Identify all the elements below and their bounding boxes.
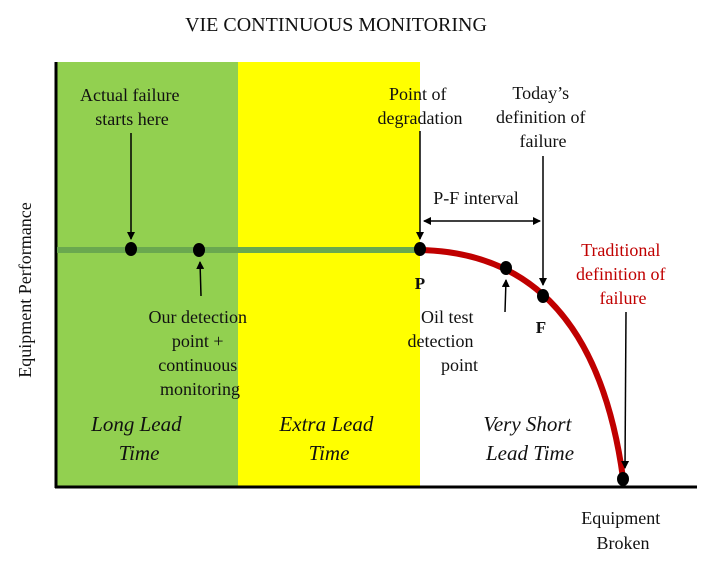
diagram-title: VIE CONTINUOUS MONITORING: [185, 14, 487, 36]
actual-failure-point: [125, 242, 137, 256]
zone-extra-lead: [238, 62, 420, 487]
p-point-label: P: [415, 274, 425, 293]
arrow-oil-test: [501, 279, 510, 313]
zone-long-lead: [57, 62, 238, 487]
zone-long-lead-label: Long Lead Time: [90, 412, 187, 465]
todays-definition-label: Today’s definition of failure: [496, 83, 590, 151]
arrow-our-detection: [196, 261, 205, 297]
zone-very-short-lead-label: Very Short Lead Time: [483, 412, 576, 465]
p-point: [414, 242, 426, 256]
oil-test-point: [500, 261, 512, 275]
f-point-label: F: [536, 318, 546, 337]
f-point: [537, 289, 549, 303]
our-detection-point: [193, 243, 205, 257]
y-axis-label: Equipment Performance: [15, 202, 35, 377]
zone-extra-lead-label: Extra Lead Time: [278, 412, 378, 465]
degradation-curve: [419, 247, 626, 479]
arrow-traditional-definition: [621, 311, 630, 469]
oil-test-label: Oil test detection point: [408, 307, 478, 375]
our-detection-label: Our detection point + continuous monitor…: [149, 307, 252, 399]
traditional-definition-label: Traditional definition of failure: [576, 240, 670, 308]
broken-point: [617, 472, 629, 486]
pf-interval-label: P-F interval: [433, 188, 519, 208]
point-of-degradation-label: Point of degradation: [378, 84, 463, 128]
x-axis-end-label: Equipment Broken: [581, 508, 665, 553]
actual-failure-label: Actual failure starts here: [80, 85, 184, 129]
